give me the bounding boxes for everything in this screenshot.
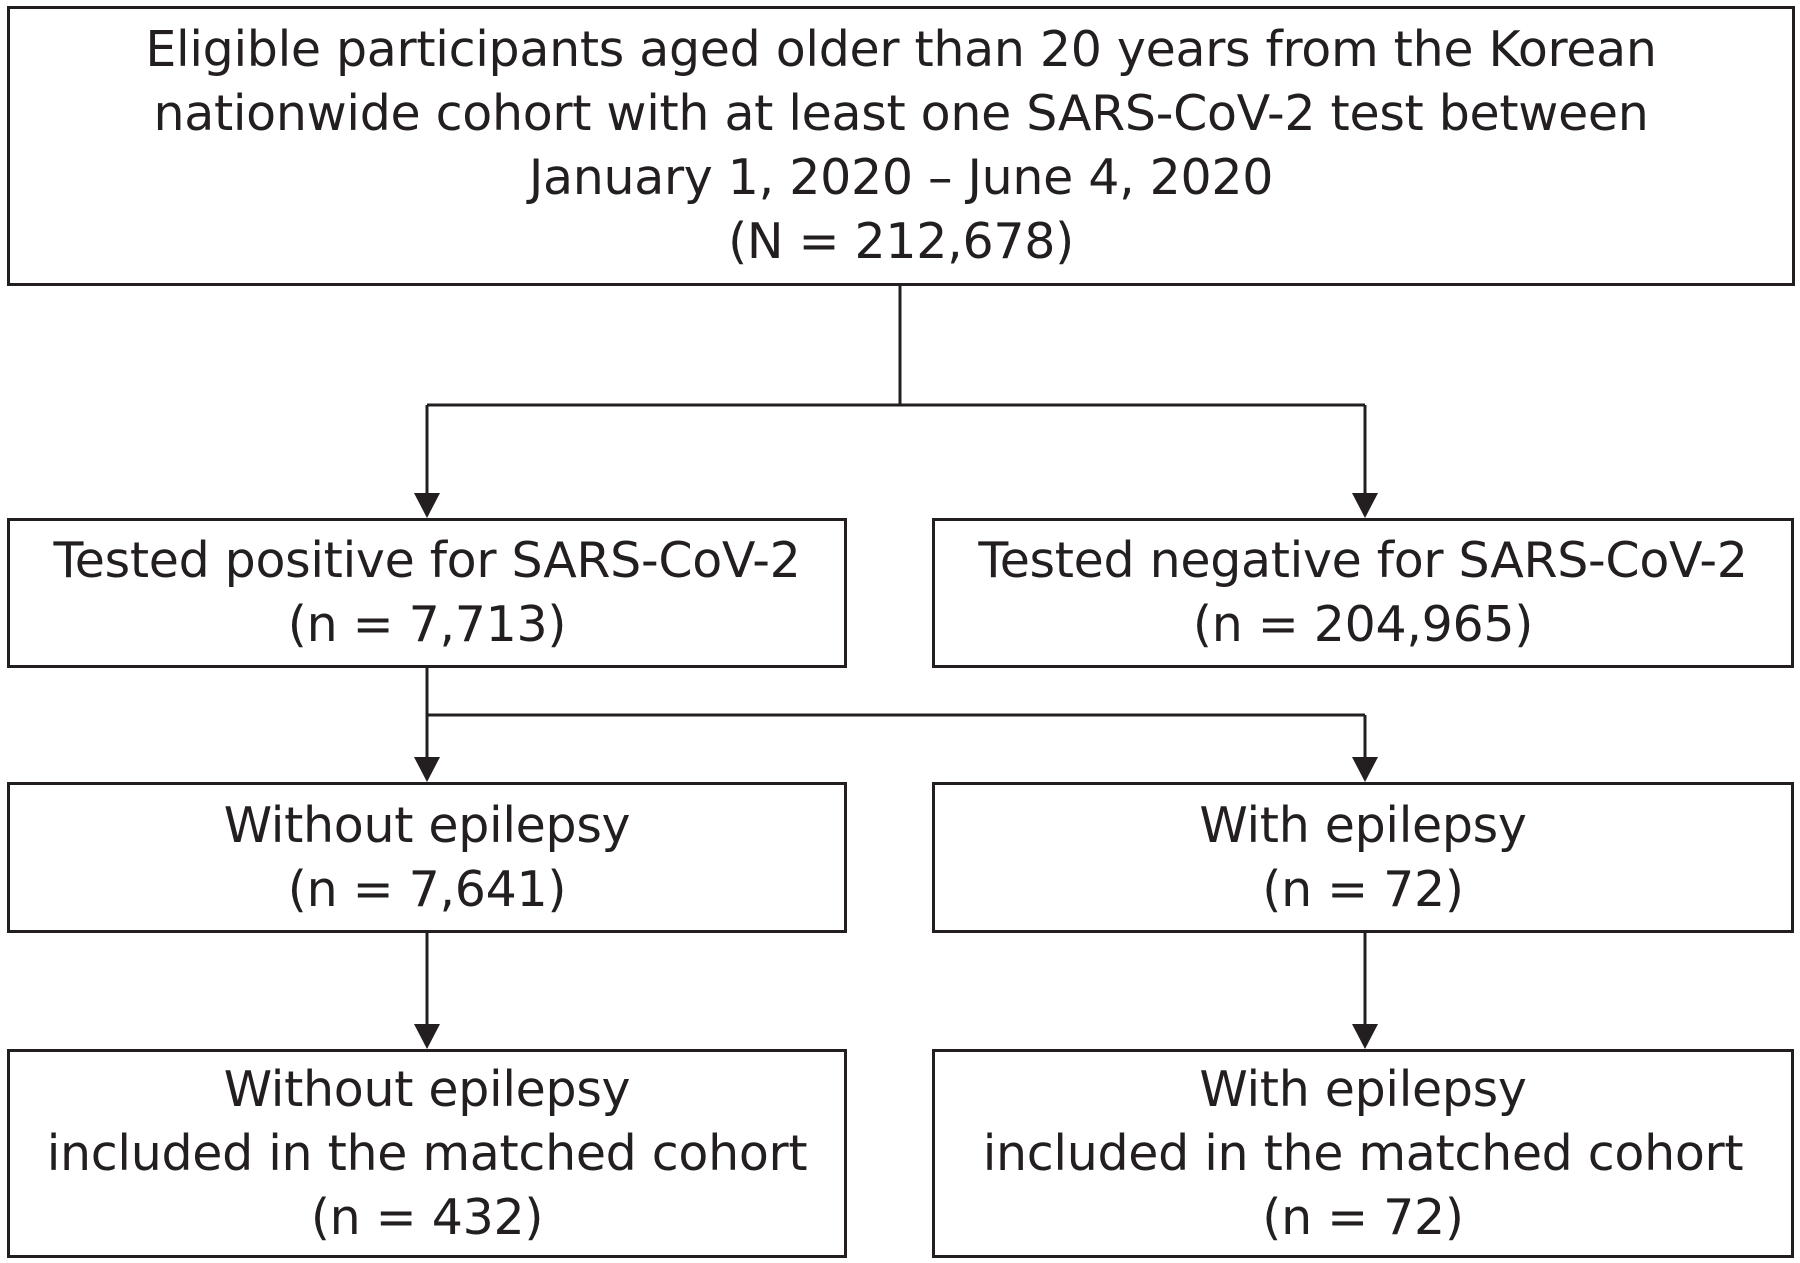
eligible-count: (N = 212,678) (728, 213, 1074, 270)
eligible-participants-box: Eligible participants aged older than 20… (7, 6, 1795, 286)
eligible-line-2: nationwide cohort with at least one SARS… (153, 85, 1649, 142)
without-matched-line-2: included in the matched cohort (46, 1124, 808, 1182)
negative-count: (n = 204,965) (1192, 596, 1534, 653)
without-epilepsy-matched-box: Without epilepsy included in the matched… (7, 1049, 847, 1258)
tested-positive-box: Tested positive for SARS-CoV-2 (n = 7,71… (7, 518, 847, 668)
without-epilepsy-label: Without epilepsy (223, 796, 631, 854)
with-epilepsy-matched-box: With epilepsy included in the matched co… (932, 1049, 1794, 1258)
tested-negative-box: Tested negative for SARS-CoV-2 (n = 204,… (932, 518, 1794, 668)
with-matched-count: (n = 72) (1262, 1188, 1464, 1246)
positive-count: (n = 7,713) (287, 596, 567, 653)
with-epilepsy-count: (n = 72) (1262, 860, 1464, 918)
positive-label: Tested positive for SARS-CoV-2 (53, 532, 801, 589)
with-epilepsy-label: With epilepsy (1199, 796, 1527, 854)
without-matched-count: (n = 432) (310, 1188, 544, 1246)
arrowhead-positive (414, 493, 440, 518)
negative-label: Tested negative for SARS-CoV-2 (978, 532, 1748, 589)
without-epilepsy-box: Without epilepsy (n = 7,641) (7, 782, 847, 933)
with-matched-line-2: included in the matched cohort (982, 1124, 1744, 1182)
eligible-line-3: January 1, 2020 – June 4, 2020 (528, 149, 1274, 206)
without-epilepsy-count: (n = 7,641) (287, 860, 567, 918)
arrowhead-negative (1352, 493, 1378, 518)
arrowhead-with-matched (1352, 1024, 1378, 1049)
with-matched-line-1: With epilepsy (1199, 1060, 1527, 1118)
arrowhead-without-epilepsy (414, 757, 440, 782)
without-matched-line-1: Without epilepsy (223, 1060, 631, 1118)
arrowhead-with-epilepsy (1352, 757, 1378, 782)
arrowhead-without-matched (414, 1024, 440, 1049)
with-epilepsy-box: With epilepsy (n = 72) (932, 782, 1794, 933)
eligible-line-1: Eligible participants aged older than 20… (145, 21, 1657, 78)
